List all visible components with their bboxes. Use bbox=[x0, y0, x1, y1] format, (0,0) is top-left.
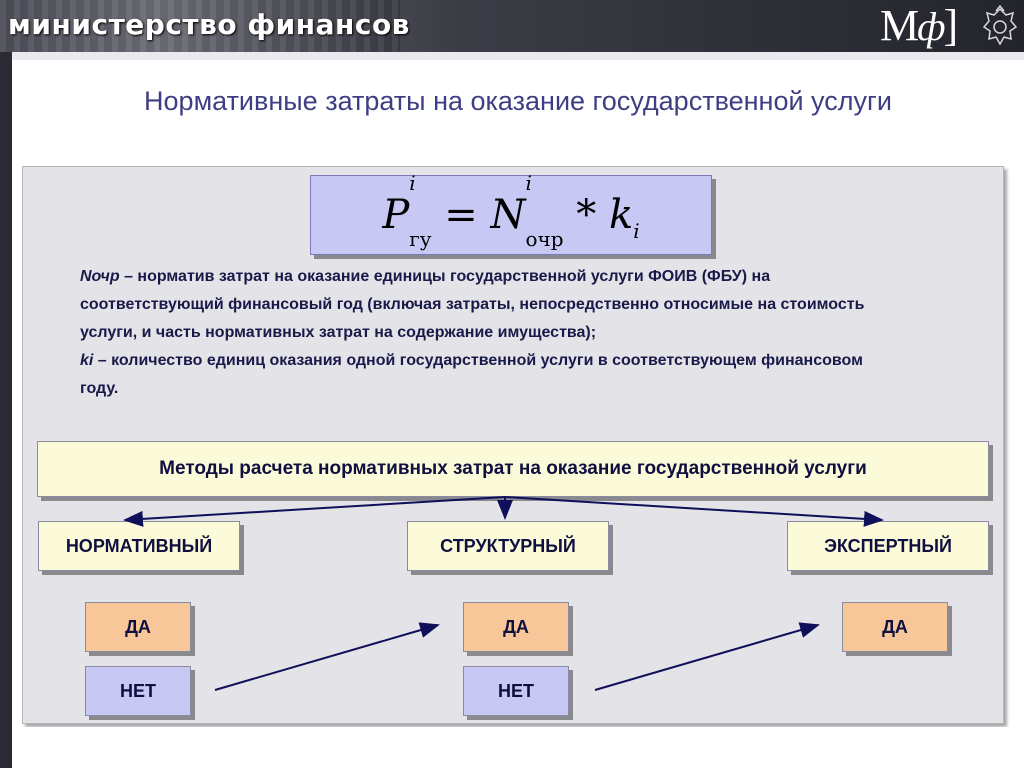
ministry-name: министерство финансов bbox=[8, 8, 410, 41]
method-expert[interactable]: ЭКСПЕРТНЫЙ bbox=[787, 521, 989, 571]
normative-yes[interactable]: ДА bbox=[85, 602, 191, 652]
term-ki-definition: – количество единиц оказания одной госуд… bbox=[80, 352, 863, 397]
formula-p: P bbox=[382, 192, 410, 238]
page-title: Нормативные затраты на оказание государс… bbox=[144, 86, 892, 116]
methods-heading: Методы расчета нормативных затрат на ока… bbox=[159, 458, 867, 479]
bottom-band bbox=[12, 727, 1024, 768]
normative-no[interactable]: НЕТ bbox=[85, 666, 191, 716]
logo-letter-phi: ф bbox=[917, 4, 945, 49]
structural-no[interactable]: НЕТ bbox=[463, 666, 569, 716]
ministry-logo: Мф] bbox=[880, 1, 958, 50]
formula-k-sub: i bbox=[633, 219, 640, 243]
term-nochr-definition: – норматив затрат на оказание единицы го… bbox=[80, 268, 865, 341]
formula-k: k bbox=[608, 192, 634, 238]
coat-of-arms-icon bbox=[982, 5, 1018, 46]
formula-n-indices: i очр bbox=[525, 173, 564, 251]
term-ki: ki bbox=[80, 352, 94, 369]
methods-heading-box: Методы расчета нормативных затрат на ока… bbox=[37, 441, 989, 497]
formula-p-indices: i гу bbox=[409, 173, 432, 251]
header-underline bbox=[12, 52, 1024, 60]
structural-yes[interactable]: ДА bbox=[463, 602, 569, 652]
formula-p-sub: гу bbox=[409, 227, 432, 251]
formula-n-sup: i bbox=[525, 171, 532, 195]
formula-n-sub: очр bbox=[525, 227, 564, 251]
formula-n: N bbox=[490, 192, 526, 238]
formula-mul: * bbox=[576, 192, 597, 238]
expert-yes[interactable]: ДА bbox=[842, 602, 948, 652]
left-decor-strip bbox=[0, 52, 12, 768]
method-normative[interactable]: НОРМАТИВНЫЙ bbox=[38, 521, 240, 571]
formula-description: Nочр – норматив затрат на оказание едини… bbox=[80, 263, 900, 403]
method-structural[interactable]: СТРУКТУРНЫЙ bbox=[407, 521, 609, 571]
formula-p-sup: i bbox=[409, 171, 416, 195]
formula-eq: = bbox=[444, 192, 478, 238]
term-nochr: Nочр bbox=[80, 268, 120, 285]
logo-letter-m: М bbox=[880, 1, 919, 50]
header-building-art bbox=[0, 0, 400, 52]
header-bar: министерство финансов Мф] bbox=[0, 0, 1024, 52]
